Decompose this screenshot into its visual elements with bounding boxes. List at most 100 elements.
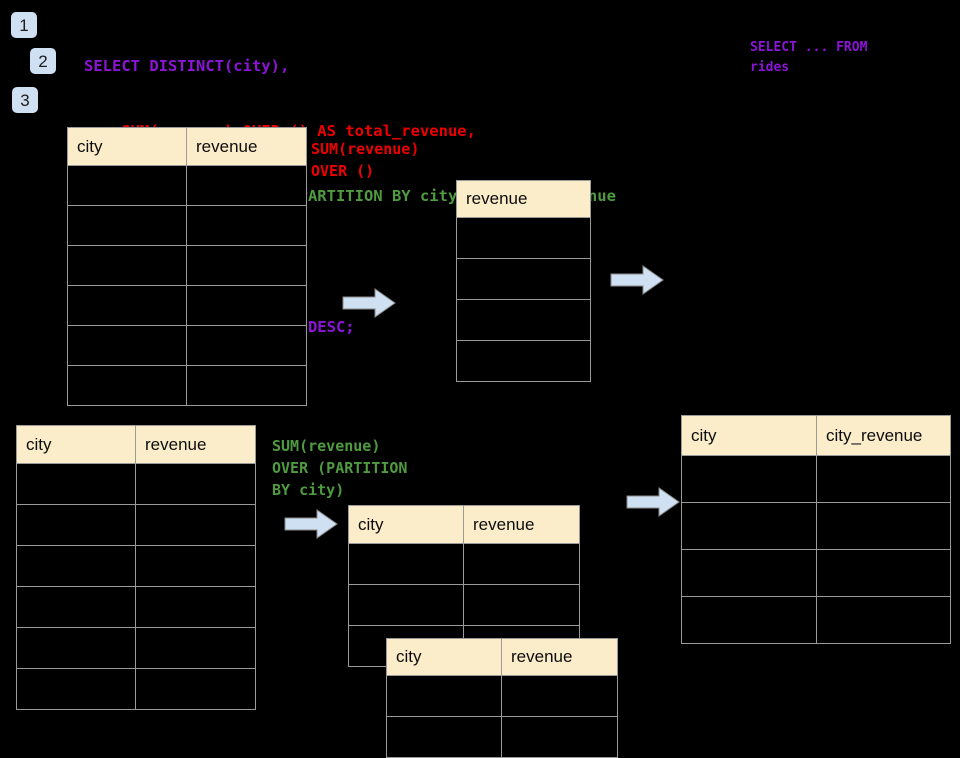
diagram-canvas: 1 2 3 SELECT DISTINCT(city), SUM(revenue… <box>11 12 951 758</box>
table-row <box>16 627 256 669</box>
cell-revenue <box>463 543 580 585</box>
column-header-city: city <box>67 127 187 166</box>
cell-city-revenue <box>816 455 951 503</box>
table-row <box>348 584 580 626</box>
table-row <box>67 245 307 286</box>
annotation-sum-over-partition: SUM(revenue) OVER (PARTITION BY city) <box>272 437 408 499</box>
column-header-city: city <box>16 425 136 464</box>
table-row <box>16 463 256 505</box>
table-row <box>16 504 256 546</box>
cell-revenue <box>463 584 580 626</box>
cell-revenue <box>186 245 307 286</box>
cell-revenue <box>456 258 591 300</box>
table-row <box>456 217 591 259</box>
cell-city <box>16 463 136 505</box>
cell-city <box>386 716 502 758</box>
cell-revenue <box>501 716 618 758</box>
table-row <box>16 668 256 710</box>
table-row <box>348 543 580 585</box>
column-header-revenue: revenue <box>463 505 580 544</box>
table-row <box>16 545 256 587</box>
cell-city <box>681 596 817 644</box>
cell-revenue <box>186 205 307 246</box>
table-header-row: city revenue <box>348 505 580 544</box>
cell-revenue <box>135 463 256 505</box>
cell-city <box>681 549 817 597</box>
arrow-right-icon <box>626 486 680 518</box>
cell-city <box>16 504 136 546</box>
column-header-city: city <box>681 415 817 456</box>
partition-group-table-front: city revenue <box>386 638 618 758</box>
table-row <box>16 586 256 628</box>
cell-city <box>16 586 136 628</box>
cell-revenue <box>456 299 591 341</box>
cell-city-revenue <box>816 502 951 550</box>
cell-city <box>16 668 136 710</box>
cell-revenue <box>456 340 591 382</box>
table-header-row: city revenue <box>67 127 307 166</box>
table-row <box>681 549 951 597</box>
table-row <box>67 285 307 326</box>
table-row <box>681 596 951 644</box>
sql-side-note: SELECT ... FROM rides <box>750 40 868 75</box>
table-row <box>67 365 307 406</box>
partition-group-table-back: city revenue <box>348 505 580 667</box>
table-row <box>386 675 618 717</box>
cell-city <box>681 502 817 550</box>
column-header-revenue: revenue <box>456 180 591 218</box>
step-badge-1: 1 <box>11 12 37 38</box>
table-header-row: city revenue <box>16 425 256 464</box>
column-header-city-revenue: city_revenue <box>816 415 951 456</box>
arrow-right-icon <box>284 508 338 540</box>
step-badge-2: 2 <box>30 48 56 74</box>
column-header-revenue: revenue <box>501 638 618 676</box>
cell-city <box>348 543 464 585</box>
table-row <box>681 455 951 503</box>
table-row <box>67 165 307 206</box>
cell-revenue <box>135 545 256 587</box>
column-header-city: city <box>386 638 502 676</box>
cell-city <box>67 165 187 206</box>
cell-city-revenue <box>816 549 951 597</box>
step-badge-3: 3 <box>12 87 38 113</box>
arrow-right-icon <box>342 287 396 319</box>
cell-city <box>67 245 187 286</box>
cell-city <box>16 545 136 587</box>
cell-city <box>681 455 817 503</box>
cell-revenue <box>186 285 307 326</box>
table-row <box>67 325 307 366</box>
arrow-right-icon <box>610 264 664 296</box>
cell-city <box>386 675 502 717</box>
column-header-city: city <box>348 505 464 544</box>
cell-city <box>16 627 136 669</box>
table-row <box>456 299 591 341</box>
column-header-revenue: revenue <box>186 127 307 166</box>
sql-line-1: SELECT DISTINCT(city), <box>84 56 290 75</box>
cell-revenue <box>135 668 256 710</box>
cell-revenue <box>456 217 591 259</box>
cell-city-revenue <box>816 596 951 644</box>
cell-revenue <box>135 627 256 669</box>
rides-source-table: city revenue <box>67 127 307 406</box>
table-row <box>456 258 591 300</box>
cell-revenue <box>186 365 307 406</box>
table-row <box>681 502 951 550</box>
cell-city <box>67 365 187 406</box>
table-header-row: city revenue <box>386 638 618 676</box>
cell-revenue <box>135 586 256 628</box>
cell-revenue <box>135 504 256 546</box>
cell-city <box>67 205 187 246</box>
annotation-sum-over-all: SUM(revenue) OVER () <box>311 140 420 180</box>
cell-city <box>348 584 464 626</box>
total-revenue-table: revenue <box>456 180 591 382</box>
table-header-row: city city_revenue <box>681 415 951 456</box>
cell-city <box>67 325 187 366</box>
table-row <box>386 716 618 758</box>
rides-source-table-bottom: city revenue <box>16 425 256 710</box>
cell-city <box>67 285 187 326</box>
column-header-revenue: revenue <box>135 425 256 464</box>
table-row <box>456 340 591 382</box>
table-row <box>67 205 307 246</box>
cell-revenue <box>501 675 618 717</box>
table-header-row: revenue <box>456 180 591 218</box>
